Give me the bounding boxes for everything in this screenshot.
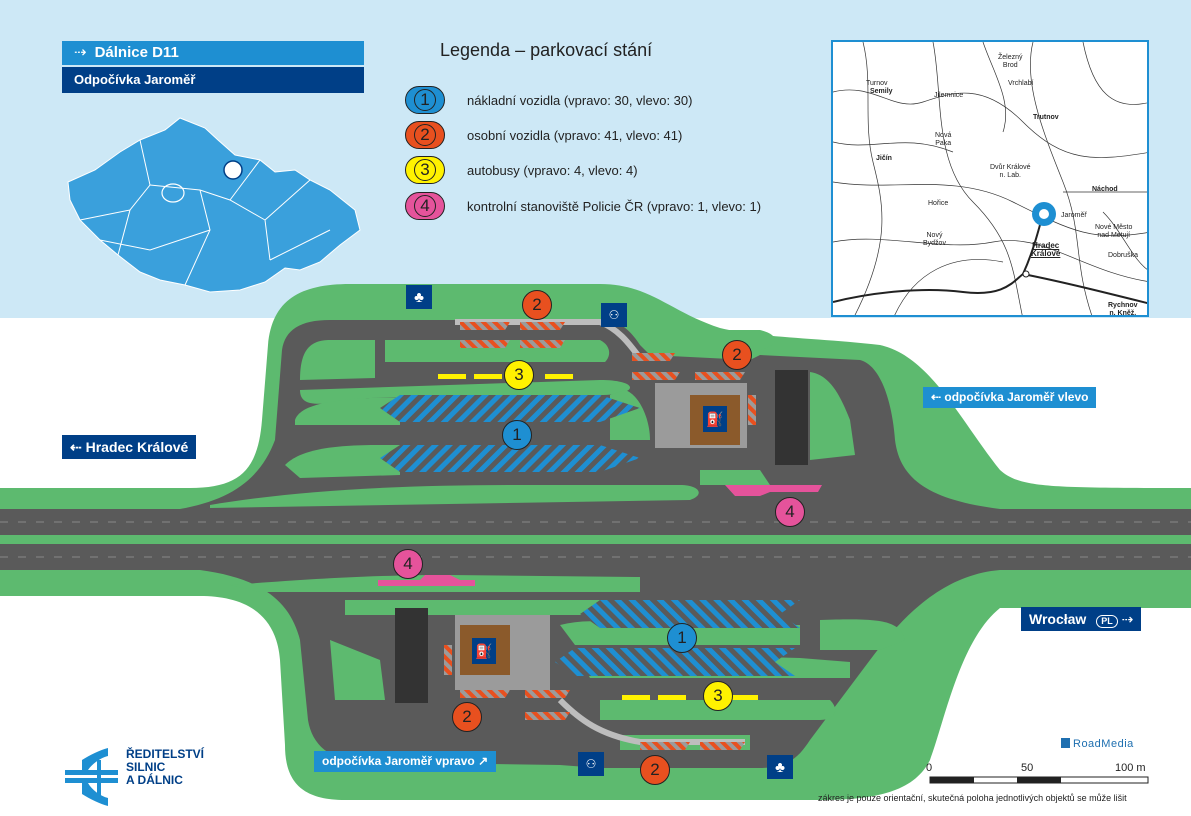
legend-item: 1 nákladní vozidla (vpravo: 30, vlevo: 30…	[405, 86, 692, 114]
legend-title: Legenda – parkovací stání	[440, 40, 653, 60]
direction-wroclaw: Wrocław PL ⇢	[1021, 607, 1142, 631]
town-label: Jičín	[876, 155, 892, 162]
town-label: Jaroměř	[1061, 212, 1087, 219]
town-label: Jilemnice	[934, 92, 964, 99]
car-parking-n6	[632, 372, 680, 380]
parking-marker-3: 3	[504, 360, 534, 390]
picnic-tree-icon: ♣	[406, 285, 432, 309]
scale-bar	[929, 776, 1149, 784]
arrow-right-icon: ⇢	[1121, 611, 1134, 627]
car-parking-n8	[748, 395, 756, 425]
police-check-south	[378, 575, 475, 586]
legend-text: kontrolní stanoviště Policie ČR (vpravo:…	[467, 198, 762, 214]
car-parking-n4	[520, 340, 565, 348]
car-parking-n5	[632, 353, 675, 361]
town-label: Semily	[870, 88, 893, 95]
car-parking-s6	[444, 645, 452, 675]
car-parking-n7	[695, 372, 745, 380]
parking-marker-4: 4	[393, 549, 423, 579]
parking-marker-2: 2	[640, 755, 670, 785]
scale-mid: 50	[1021, 762, 1034, 774]
car-parking-n1	[460, 322, 510, 330]
legend-number: 1	[414, 89, 436, 111]
rsd-logo	[65, 748, 118, 806]
legend-text: autobusy (vpravo: 4, vlevo: 4)	[467, 162, 638, 178]
legend-item: 2 osobní vozidla (vpravo: 41, vlevo: 41)	[405, 121, 682, 149]
car-parking-n2	[520, 322, 565, 330]
disclaimer-note: zákres je pouze orientační, skutečná pol…	[818, 793, 1127, 803]
legend-badge: 4	[405, 192, 445, 220]
town-label: Nové Město nad Metují	[1095, 224, 1133, 239]
police-check-north	[725, 485, 822, 496]
car-parking-s4	[640, 742, 690, 750]
prague-outline	[161, 183, 185, 203]
czech-region-borders	[79, 139, 331, 286]
town-label: Nová Paka	[935, 132, 952, 147]
rest-area-sign: Odpočívka Jaroměř	[62, 67, 364, 93]
parking-marker-2: 2	[522, 290, 552, 320]
town-label: Hradec Králové	[1031, 241, 1061, 258]
sidewalk-south	[557, 697, 745, 745]
arrow-right-icon: ⇢	[74, 44, 87, 61]
town-label: Hořice	[928, 200, 949, 207]
bus-parking-south	[622, 695, 758, 700]
legend-item: 4 kontrolní stanoviště Policie ČR (vpravo…	[405, 192, 761, 220]
town-label: Náchod	[1092, 186, 1118, 193]
legend-item: 3 autobusy (vpravo: 4, vlevo: 4)	[405, 156, 638, 184]
legend-badge: 1	[405, 86, 445, 114]
legend-text: osobní vozidla (vpravo: 41, vlevo: 41)	[467, 127, 683, 143]
town-label: Dvůr Králové n. Lab.	[990, 164, 1031, 179]
direction-jaromer-right: odpočívka Jaroměř vpravo ↗	[314, 751, 497, 772]
rsd-name: ŘEDITELSTVÍ SILNIC A DÁLNIC	[126, 747, 205, 787]
town-label: Železný Brod	[998, 54, 1023, 69]
legend-text: nákladní vozidla (vpravo: 30, vlevo: 30)	[467, 92, 693, 108]
direction-hradec-kralove: ⇠ Hradec Králové	[62, 435, 197, 459]
truck-parking-south-2	[555, 648, 795, 676]
parking-marker-2: 2	[452, 702, 482, 732]
car-parking-s3	[525, 712, 570, 720]
legend-number: 2	[414, 124, 436, 146]
car-parking-s5	[700, 742, 745, 750]
legend-badge: 2	[405, 121, 445, 149]
parking-marker-3: 3	[703, 681, 733, 711]
parking-marker-1: 1	[502, 420, 532, 450]
highway-sign: ⇢Dálnice D11	[62, 41, 364, 65]
direction-jaromer-left: ⇠ odpočívka Jaroměř vlevo	[923, 387, 1097, 408]
legend-number: 3	[414, 159, 436, 181]
roadmedia-logo: RoadMedia	[1061, 738, 1134, 750]
parking-marker-2: 2	[722, 340, 752, 370]
town-label: Trutnov	[1033, 114, 1059, 121]
playground-icon: ⚇	[601, 303, 627, 327]
fuel-station-icon: ⛽	[475, 642, 493, 659]
town-label: Vrchlabí	[1008, 80, 1034, 87]
legend-number: 4	[414, 195, 436, 217]
town-label: Nový Bydžov	[923, 232, 946, 247]
playground-icon: ⚇	[578, 752, 604, 776]
car-parking-n3	[460, 340, 510, 348]
pl-badge: PL	[1096, 615, 1118, 628]
town-label: Dobruška	[1108, 252, 1138, 259]
truck-parking-north-1	[380, 395, 640, 422]
scale-end: 100 m	[1115, 762, 1146, 774]
minimap-roads	[833, 42, 1147, 315]
truck-parking-south-1	[580, 600, 800, 628]
roadmedia-icon	[1061, 738, 1070, 748]
parking-marker-4: 4	[775, 497, 805, 527]
picnic-tree-icon: ♣	[767, 755, 793, 779]
car-parking-s2	[525, 690, 570, 698]
truck-parking-north-2	[380, 445, 640, 472]
location-marker	[223, 160, 243, 180]
scale-zero: 0	[926, 762, 933, 774]
car-parking-s1	[460, 690, 510, 698]
highway-median	[0, 535, 1191, 544]
fuel-station-icon: ⛽	[706, 410, 724, 427]
town-label: Rychnov n. Kněž.	[1108, 302, 1138, 317]
town-label: Turnov	[866, 80, 888, 87]
bus-parking-north	[438, 374, 573, 379]
parking-marker-1: 1	[667, 623, 697, 653]
legend-badge: 3	[405, 156, 445, 184]
